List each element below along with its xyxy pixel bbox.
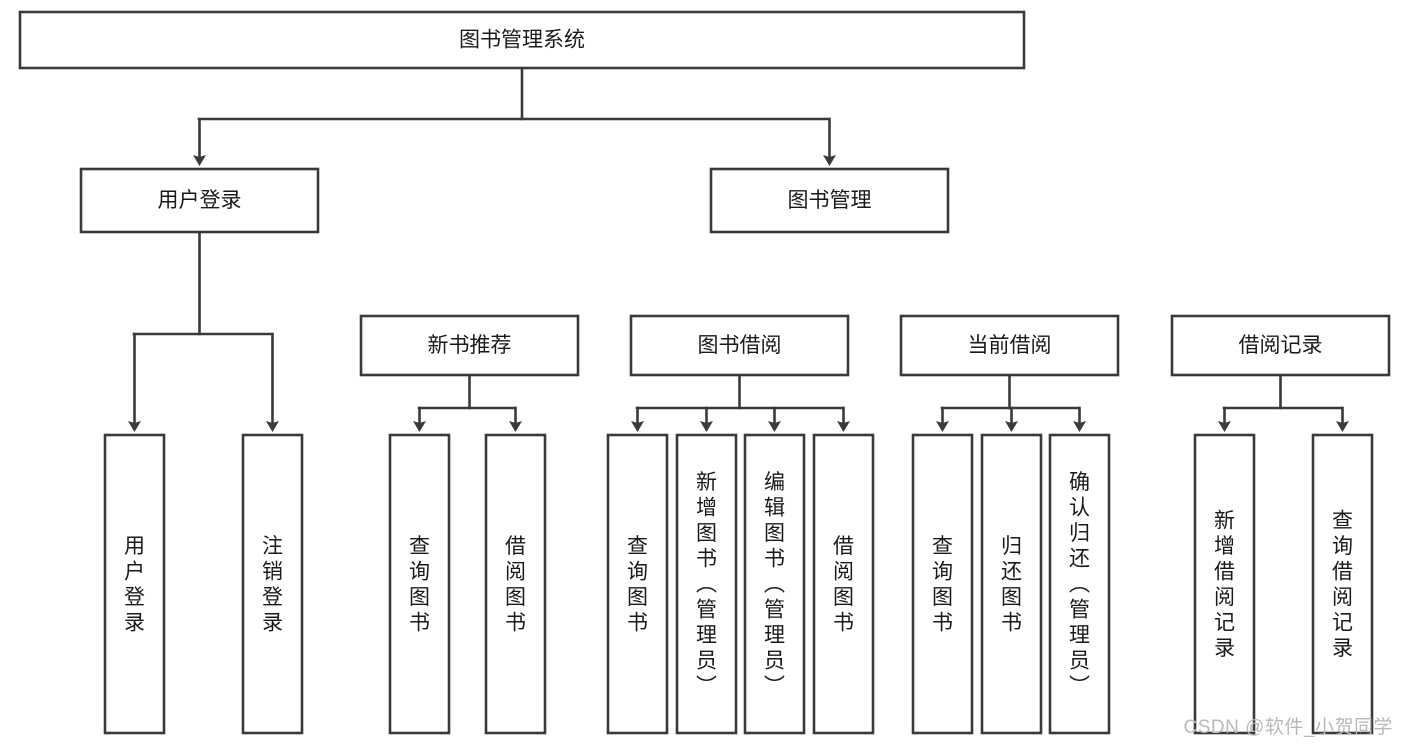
node-leaf-current-query[interactable]: 查询图书 — [911, 433, 974, 735]
node-leaf-borrow-add[interactable]: 新增图书︵管理员︶ — [675, 433, 738, 735]
node-current[interactable]: 当前借阅 — [899, 314, 1120, 377]
node-login[interactable]: 用户登录 — [79, 167, 320, 234]
watermark-text: CSDN @软件_小贺同学 — [1183, 717, 1393, 738]
connector-group-login — [132, 230, 274, 336]
node-label-leaf-records-add: 新增借阅记录 — [1214, 509, 1235, 660]
connector-layer — [128, 66, 1349, 432]
node-leaf-records-query[interactable]: 查询借阅记录 — [1311, 433, 1374, 735]
node-box-leaf-user-logout[interactable] — [241, 433, 304, 735]
node-leaf-records-add[interactable]: 新增借阅记录 — [1193, 433, 1256, 735]
node-records[interactable]: 借阅记录 — [1170, 314, 1391, 377]
node-newbook[interactable]: 新书推荐 — [359, 314, 580, 377]
node-label-newbook: 新书推荐 — [428, 334, 512, 357]
node-leaf-borrow-edit[interactable]: 编辑图书︵管理员︶ — [743, 433, 806, 735]
node-borrow[interactable]: 图书借阅 — [629, 314, 850, 377]
node-leaf-borrow-query[interactable]: 查询图书 — [606, 433, 669, 735]
connector-group-borrow — [635, 373, 845, 410]
connector-group-root — [197, 66, 831, 121]
node-box-borrow[interactable] — [629, 314, 850, 377]
node-box-root[interactable] — [18, 10, 1026, 70]
node-label-leaf-borrow-add: 新增图书︵管理员︶ — [696, 471, 717, 698]
node-label-leaf-user-login: 用户登录 — [124, 535, 145, 635]
node-box-leaf-current-query[interactable] — [911, 433, 974, 735]
node-label-leaf-current-return: 归还图书 — [1001, 535, 1022, 635]
node-label-bookmgmt: 图书管理 — [788, 189, 872, 212]
node-box-leaf-current-return[interactable] — [980, 433, 1043, 735]
node-leaf-user-logout[interactable]: 注销登录 — [241, 433, 304, 735]
node-box-leaf-records-add[interactable] — [1193, 433, 1256, 735]
node-leaf-current-confirm[interactable]: 确认归还︵管理员︶ — [1048, 433, 1111, 735]
node-box-leaf-records-query[interactable] — [1311, 433, 1374, 735]
connector-group-current — [940, 373, 1081, 410]
node-leaf-current-return[interactable]: 归还图书 — [980, 433, 1043, 735]
node-label-records: 借阅记录 — [1239, 334, 1323, 357]
node-label-leaf-current-query: 查询图书 — [932, 535, 953, 635]
node-label-leaf-borrow-do: 借阅图书 — [833, 535, 854, 635]
node-leaf-user-login[interactable]: 用户登录 — [103, 433, 166, 735]
node-box-records[interactable] — [1170, 314, 1391, 377]
node-box-bookmgmt[interactable] — [709, 167, 950, 234]
node-leaf-borrow-do[interactable]: 借阅图书 — [812, 433, 875, 735]
node-box-current[interactable] — [899, 314, 1120, 377]
node-leaf-newbook-query[interactable]: 查询图书 — [388, 433, 451, 735]
node-label-root: 图书管理系统 — [459, 29, 585, 52]
node-label-leaf-records-query: 查询借阅记录 — [1332, 509, 1353, 660]
node-leaf-newbook-borrow[interactable]: 借阅图书 — [484, 433, 547, 735]
node-box-leaf-borrow-do[interactable] — [812, 433, 875, 735]
node-box-leaf-borrow-query[interactable] — [606, 433, 669, 735]
node-box-leaf-newbook-borrow[interactable] — [484, 433, 547, 735]
node-root[interactable]: 图书管理系统 — [18, 10, 1026, 70]
connector-group-records — [1222, 373, 1344, 410]
node-label-borrow: 图书借阅 — [698, 334, 782, 357]
node-bookmgmt[interactable]: 图书管理 — [709, 167, 950, 234]
node-layer: 图书管理系统用户登录图书管理新书推荐图书借阅当前借阅借阅记录用户登录注销登录查询… — [18, 10, 1391, 735]
node-label-leaf-user-logout: 注销登录 — [262, 535, 283, 635]
node-box-leaf-current-confirm[interactable] — [1048, 433, 1111, 735]
node-label-leaf-borrow-query: 查询图书 — [627, 535, 648, 635]
node-box-leaf-borrow-add[interactable] — [675, 433, 738, 735]
node-label-leaf-newbook-query: 查询图书 — [409, 535, 430, 635]
node-box-login[interactable] — [79, 167, 320, 234]
node-label-login: 用户登录 — [158, 189, 242, 212]
node-box-leaf-user-login[interactable] — [103, 433, 166, 735]
node-label-current: 当前借阅 — [968, 334, 1052, 357]
node-label-leaf-newbook-borrow: 借阅图书 — [505, 535, 526, 635]
node-box-newbook[interactable] — [359, 314, 580, 377]
node-box-leaf-borrow-edit[interactable] — [743, 433, 806, 735]
node-label-leaf-borrow-edit: 编辑图书︵管理员︶ — [764, 471, 785, 698]
node-label-leaf-current-confirm: 确认归还︵管理员︶ — [1069, 471, 1090, 698]
connector-group-newbook — [417, 373, 517, 410]
node-box-leaf-newbook-query[interactable] — [388, 433, 451, 735]
